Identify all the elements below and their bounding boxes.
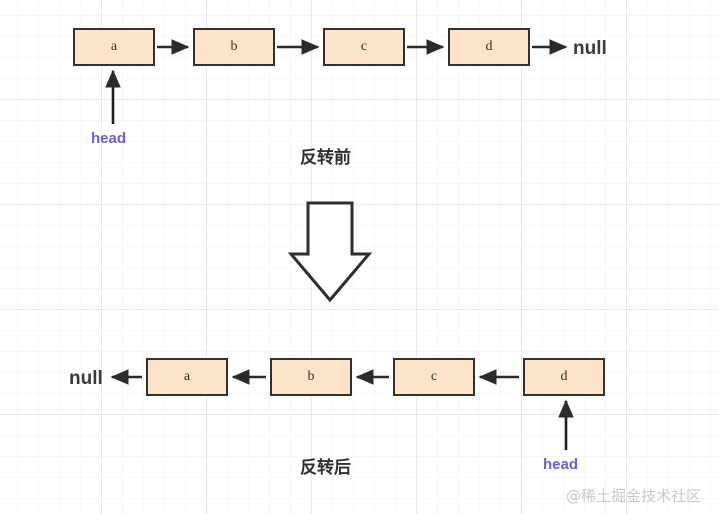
bottom-node-c[interactable]: c bbox=[393, 358, 475, 396]
bottom-node-d[interactable]: d bbox=[523, 358, 605, 396]
top-node-d[interactable]: d bbox=[448, 28, 530, 66]
top-null-terminator: null bbox=[573, 38, 607, 59]
top-head-label: head bbox=[91, 130, 127, 147]
top-node-c-label: c bbox=[360, 39, 368, 54]
bottom-node-a-label: a bbox=[183, 369, 191, 384]
bottom-node-a[interactable]: a bbox=[146, 358, 228, 396]
big-down-arrow-icon bbox=[287, 201, 373, 303]
top-node-a[interactable]: a bbox=[73, 28, 155, 66]
bottom-null-terminator: null bbox=[69, 368, 103, 389]
caption-before-reversal: 反转前 bbox=[300, 148, 351, 168]
top-node-c[interactable]: c bbox=[323, 28, 405, 66]
top-node-d-label: d bbox=[485, 39, 493, 54]
bottom-node-c-label: c bbox=[430, 369, 438, 384]
caption-after-reversal: 反转后 bbox=[300, 458, 351, 478]
bottom-node-d-label: d bbox=[560, 369, 568, 384]
bottom-node-b-label: b bbox=[307, 369, 315, 384]
bottom-node-b[interactable]: b bbox=[270, 358, 352, 396]
top-node-b-label: b bbox=[230, 39, 238, 54]
watermark-label: @稀土掘金技术社区 bbox=[566, 487, 702, 505]
top-node-b[interactable]: b bbox=[193, 28, 275, 66]
top-node-a-label: a bbox=[110, 39, 118, 54]
bottom-head-label: head bbox=[543, 456, 579, 473]
